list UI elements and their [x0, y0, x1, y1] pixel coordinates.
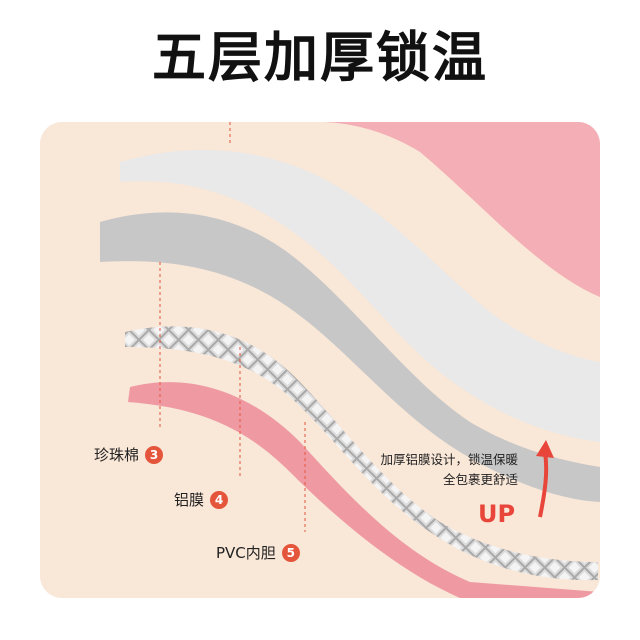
layer-number-badge: 5 [281, 543, 300, 562]
foil-caption: 加厚铝膜设计，锁温保暖 全包裹更舒适 [380, 450, 518, 490]
pearl-cotton-layer [120, 150, 600, 442]
layer-label-pearl-cotton: 珍珠棉 3 [94, 444, 164, 465]
gray-layer [100, 212, 600, 503]
foil-layer [125, 326, 598, 581]
caption-line-2: 全包裹更舒适 [442, 472, 518, 487]
caption-line-1: 加厚铝膜设计，锁温保暖 [380, 452, 518, 467]
up-label: UP [478, 500, 516, 528]
layers-graphic [100, 122, 600, 598]
layer-label-text: 珍珠棉 [94, 446, 140, 464]
layer-illustration: 珍珠棉 3 铝膜 4 PVC内胆 5 加厚铝膜设计，锁温保暖 全包裹更舒适 UP [40, 122, 600, 598]
up-arrow-icon [538, 451, 549, 518]
layer-label-text: 铝膜 [174, 491, 205, 509]
layer-label-foil: 铝膜 4 [174, 489, 229, 510]
pvc-inner-layer [128, 382, 600, 598]
layer-label-text: PVC内胆 [216, 544, 276, 562]
layer-label-pvc: PVC内胆 5 [216, 542, 300, 563]
page-title: 五层加厚锁温 [152, 26, 488, 89]
pink-outer-layer [320, 122, 600, 297]
layer-number-badge: 3 [145, 445, 164, 464]
layer-number-badge: 4 [210, 490, 229, 509]
